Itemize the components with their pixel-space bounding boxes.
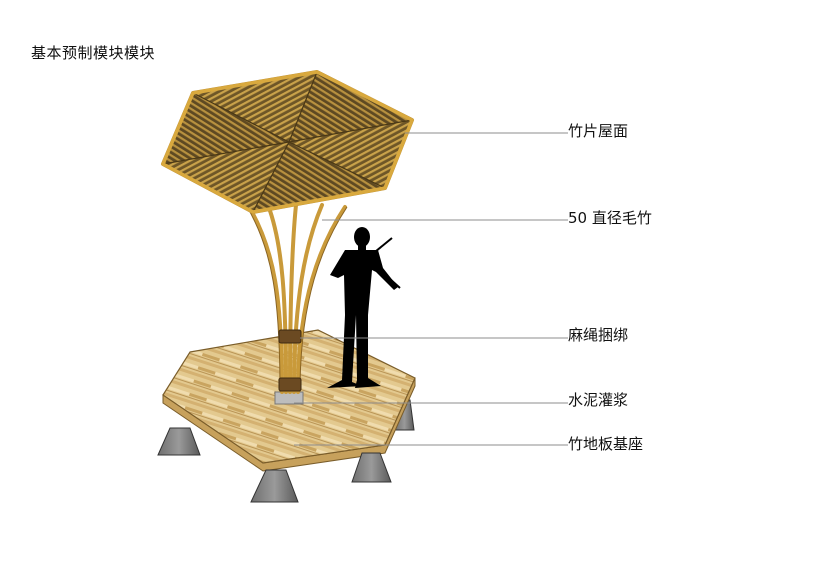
stone-foot-back-left: [157, 427, 201, 456]
diagram-title: 基本预制模块模块: [31, 44, 156, 62]
roof-label: 竹片屋面: [568, 122, 629, 140]
column-label: 50 直径毛竹: [568, 209, 652, 227]
stone-foot-front-right: [351, 452, 392, 483]
stone-foot-front-left: [250, 469, 299, 503]
binding-label: 麻绳捆绑: [568, 326, 629, 344]
bamboo-roof: [161, 70, 414, 214]
rope-binding: [278, 329, 302, 392]
base-label: 竹地板基座: [568, 435, 644, 453]
person-silhouette: [327, 227, 401, 388]
grout-label: 水泥灌浆: [568, 391, 629, 409]
bamboo-column: [246, 203, 347, 394]
bamboo-column-edge: [245, 204, 348, 393]
